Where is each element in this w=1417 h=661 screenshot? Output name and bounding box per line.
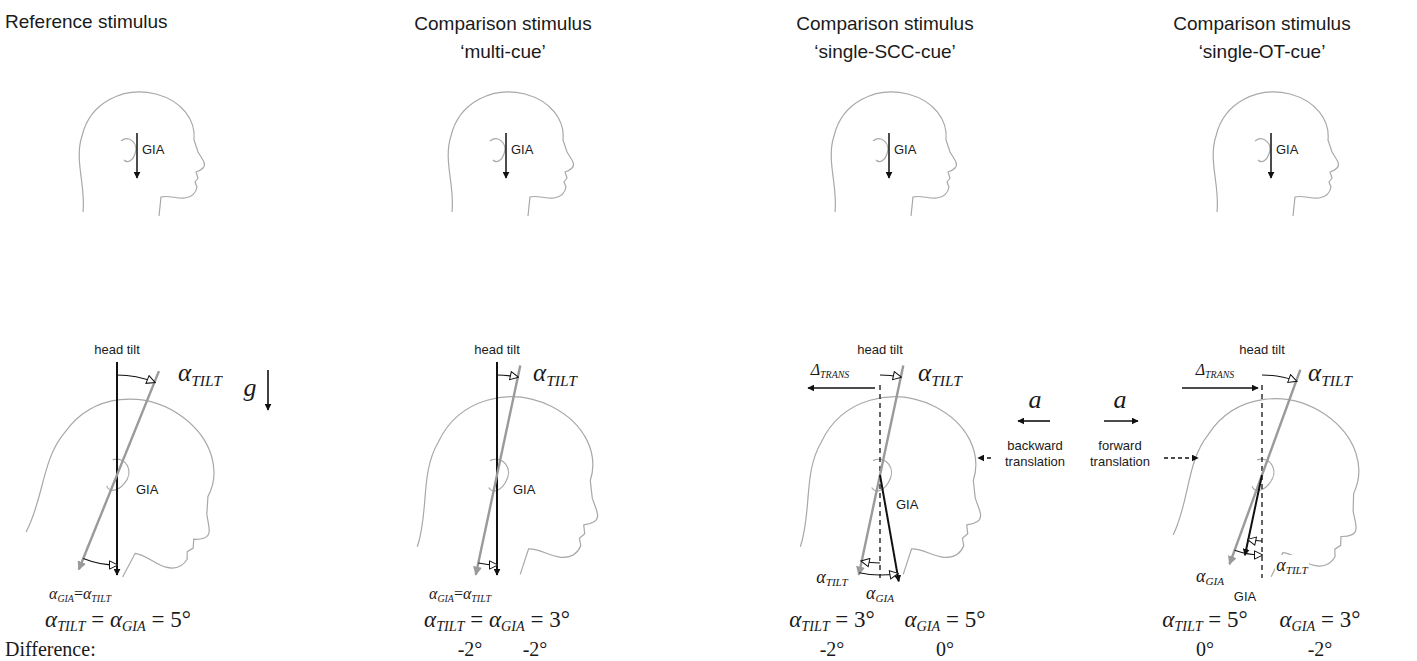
head-outline <box>19 374 247 601</box>
annotation: GIA <box>512 482 536 498</box>
annotation: GIA <box>510 142 534 158</box>
angle-label: ΔTRANS <box>1195 360 1236 381</box>
translation-dashed-arrow <box>978 457 991 458</box>
angle-values: αTILT = αGIA = 3° <box>423 606 571 635</box>
difference-value: 0° <box>1195 637 1215 661</box>
angle-label: αTILT <box>917 358 963 390</box>
panel-heading: Reference stimulus <box>4 8 169 37</box>
annotation: GIA <box>895 497 919 513</box>
panel-heading: Comparison stimulus ‘single-SCC-cue’ <box>769 10 1001 67</box>
angle-label: αGIA <box>1195 566 1225 589</box>
gia-arc <box>859 573 897 575</box>
angle-label: αTILT <box>815 567 849 590</box>
ear <box>873 139 888 162</box>
translation-arrow <box>1182 387 1258 389</box>
angle-label: αTILT <box>1275 555 1309 578</box>
annotation: head tilt <box>856 342 904 358</box>
tilt-arc <box>880 375 901 377</box>
difference-value: -2° <box>457 637 484 661</box>
tilt-arc <box>1235 550 1262 555</box>
gia-arrow <box>1270 133 1272 178</box>
angle-label: αTILT <box>1307 358 1353 390</box>
annotation: GIA <box>135 482 159 498</box>
angle-values: αTILT = 3° <box>788 606 876 635</box>
translation-dashed-arrow <box>1164 457 1198 458</box>
ear <box>490 139 505 162</box>
head-profile <box>19 374 247 601</box>
gravity-arrow <box>267 370 269 410</box>
head-outline <box>79 92 204 216</box>
gia-vector <box>1245 475 1262 555</box>
translation-arrow <box>808 387 875 389</box>
angle-label: αGIA <box>865 583 895 606</box>
angle-values: αTILT = αGIA = 5° <box>44 606 192 635</box>
ear <box>1255 139 1270 162</box>
head-outline <box>1166 375 1390 598</box>
annotation: backward translation <box>994 438 1076 469</box>
annotation: forward translation <box>1079 438 1161 469</box>
head-outline <box>448 92 573 216</box>
head-outline <box>831 92 956 216</box>
annotation: GIA <box>1233 589 1257 605</box>
gia-vector <box>880 475 899 581</box>
annotation: head tilt <box>473 342 521 358</box>
gia-arrow <box>888 133 890 178</box>
tilt-arc <box>117 375 154 382</box>
difference-value: 0° <box>935 637 955 661</box>
head-profile <box>411 381 619 587</box>
difference-value: Difference: <box>4 637 97 661</box>
head-outline <box>794 381 1002 587</box>
head-profile <box>831 92 956 216</box>
head-profile <box>794 381 1002 587</box>
annotation: GIA <box>1275 142 1299 158</box>
vector-symbol: a <box>1113 384 1128 415</box>
acceleration-arrow <box>1104 420 1138 422</box>
annotation: head tilt <box>1238 342 1286 358</box>
annotation: GIA <box>141 142 165 158</box>
angle-values: αGIA = 3° <box>1279 606 1362 635</box>
acceleration-arrow <box>1018 420 1050 422</box>
gia-arc <box>83 558 117 565</box>
gia-arc <box>1248 540 1262 541</box>
angle-label: αGIA=αTILT <box>48 584 112 605</box>
difference-value: -2° <box>1307 637 1334 661</box>
tilt-arc <box>862 561 880 563</box>
angle-label: αGIA=αTILT <box>428 584 492 605</box>
tilt-arc <box>497 375 518 377</box>
gia-arrow <box>505 133 507 178</box>
panel-heading: Comparison stimulus ‘multi-cue’ <box>387 10 619 67</box>
head-profile <box>1166 375 1390 598</box>
angle-label: ΔTRANS <box>810 360 851 381</box>
head-axis <box>859 365 903 574</box>
head-axis <box>79 371 159 569</box>
angle-values: αTILT = 5° <box>1161 606 1249 635</box>
gia-arc <box>478 563 497 565</box>
head-outline <box>411 381 619 587</box>
gia-vector <box>116 362 118 575</box>
gia-arrow <box>136 133 138 178</box>
head-profile <box>1213 92 1338 216</box>
head-profile <box>448 92 573 216</box>
angle-label: αTILT <box>177 358 223 390</box>
head-axis <box>476 365 520 574</box>
angle-label: αTILT <box>532 358 578 390</box>
annotation: head tilt <box>93 342 141 358</box>
head-profile <box>79 92 204 216</box>
head-axis <box>1230 370 1301 565</box>
tilt-arc <box>1262 375 1296 381</box>
difference-value: -2° <box>522 637 549 661</box>
annotation: GIA <box>893 142 917 158</box>
panel-heading: Comparison stimulus ‘single-OT-cue’ <box>1146 10 1378 67</box>
ear <box>121 139 136 162</box>
difference-value: -2° <box>819 637 846 661</box>
vector-symbol: g <box>243 372 258 403</box>
head-outline <box>1213 92 1338 216</box>
vector-symbol: a <box>1028 384 1043 415</box>
angle-values: αGIA = 5° <box>904 606 987 635</box>
